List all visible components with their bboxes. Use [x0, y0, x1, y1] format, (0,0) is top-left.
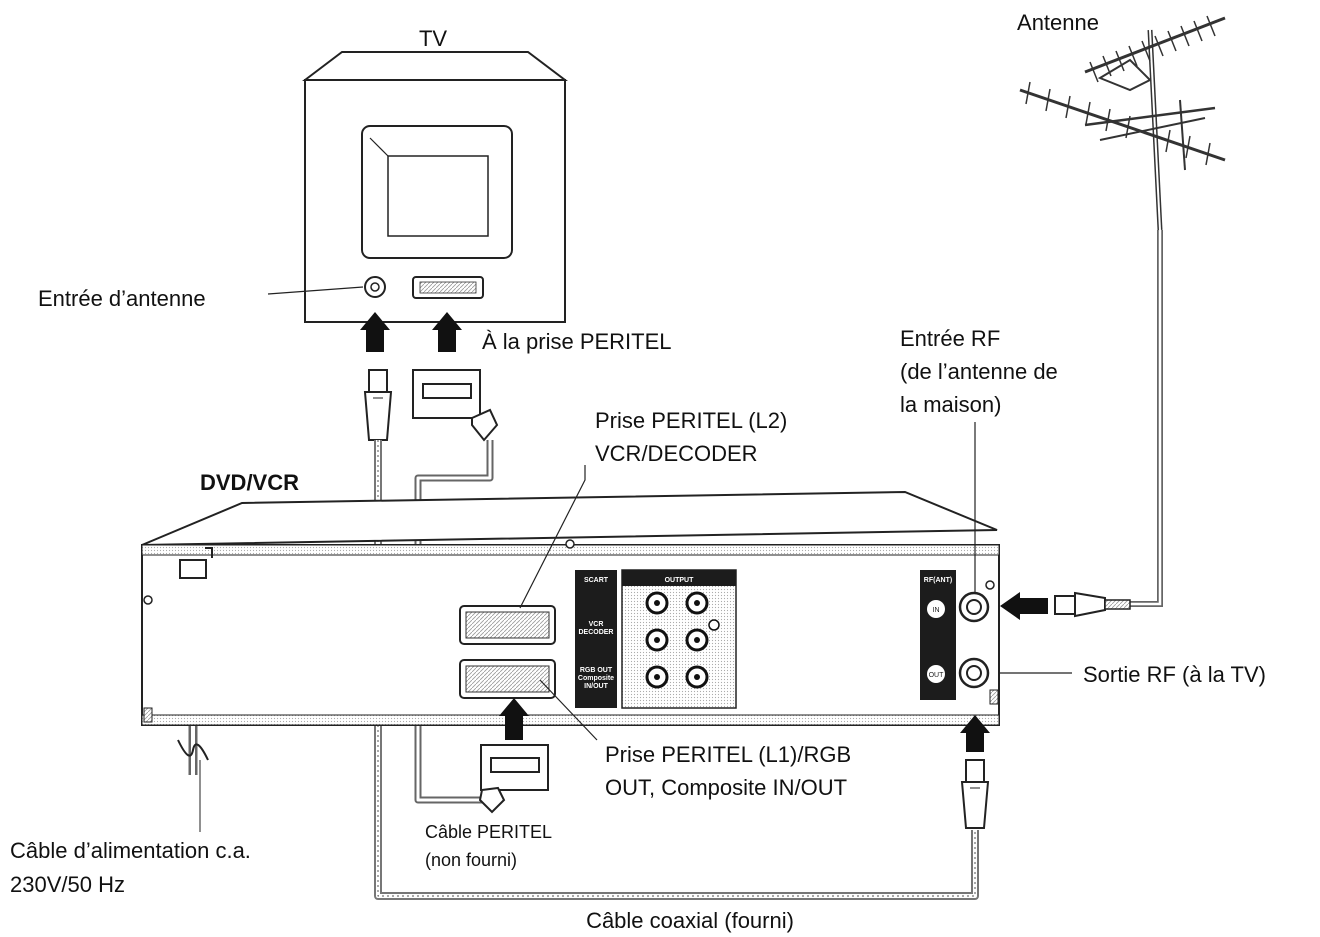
label-rf-in-line2: (de l’antenne de	[900, 359, 1058, 384]
arrow-up-icon	[960, 715, 990, 752]
antenna-plug-icon	[1054, 591, 1131, 618]
label-scart-l2-line2: VCR/DECODER	[595, 441, 758, 466]
leader-lines	[267, 286, 1072, 741]
arrow-up-icon	[432, 312, 462, 352]
arrow-up-icon	[499, 698, 529, 740]
label-scart-l1-line1: Prise PERITEL (L1)/RGB	[605, 742, 851, 767]
svg-text:RGB OUT: RGB OUT	[580, 667, 613, 674]
scart-label-strip	[575, 570, 617, 708]
label-scart-cable-line1: Câble PERITEL	[425, 822, 552, 842]
label-scart-l2-line1: Prise PERITEL (L2)	[595, 408, 787, 433]
svg-text:OUTPUT: OUTPUT	[665, 577, 695, 584]
svg-text:VCR: VCR	[589, 621, 604, 628]
label-scart-l1-line2: OUT, Composite IN/OUT	[605, 775, 847, 800]
label-coax: Câble coaxial (fourni)	[586, 908, 794, 933]
coax-plug-icon	[960, 759, 990, 829]
svg-text:OUT: OUT	[929, 672, 945, 679]
svg-text:IN/OUT: IN/OUT	[584, 683, 608, 690]
label-device: DVD/VCR	[200, 470, 299, 495]
tv-set	[302, 51, 568, 323]
svg-text:Composite: Composite	[578, 675, 614, 682]
svg-text:IN: IN	[933, 607, 940, 614]
power-inlet	[179, 559, 207, 579]
label-rf-in-line1: Entrée RF	[900, 326, 1000, 351]
arrow-left-icon	[1000, 592, 1048, 620]
dvd-vcr-device: SCART VCR DECODER RGB OUT Composite IN/O…	[141, 490, 1000, 726]
scart-socket-l1	[459, 659, 556, 699]
coax-plug-icon	[363, 369, 393, 441]
arrow-up-icon	[360, 312, 390, 352]
label-antenna: Antenne	[1017, 10, 1099, 35]
tv-screen	[387, 155, 489, 237]
device-rear-panel	[141, 544, 1000, 726]
tv-top	[302, 51, 568, 81]
label-scart-cable-line2: (non fourni)	[425, 850, 517, 870]
antenna	[1019, 15, 1226, 231]
rf-out-jack	[958, 657, 990, 689]
output-block	[621, 569, 737, 709]
scart-plug-icon	[412, 369, 499, 442]
svg-text:DECODER: DECODER	[578, 629, 613, 636]
label-to-scart: À la prise PERITEL	[482, 329, 672, 354]
scart-plug-icon	[478, 744, 549, 814]
label-rf-out: Sortie RF (à la TV)	[1083, 662, 1266, 687]
label-tv: TV	[419, 26, 447, 51]
rf-in-jack	[958, 591, 990, 623]
device-top	[141, 490, 998, 546]
label-power-line2: 230V/50 Hz	[10, 872, 125, 897]
svg-text:SCART: SCART	[584, 577, 609, 584]
svg-text:RF(ANT): RF(ANT)	[924, 577, 952, 584]
label-rf-in-line3: la maison)	[900, 392, 1001, 417]
label-antenna-input: Entrée d’antenne	[38, 286, 206, 311]
scart-socket-l2	[459, 605, 556, 645]
label-power-line1: Câble d’alimentation c.a.	[10, 838, 251, 863]
